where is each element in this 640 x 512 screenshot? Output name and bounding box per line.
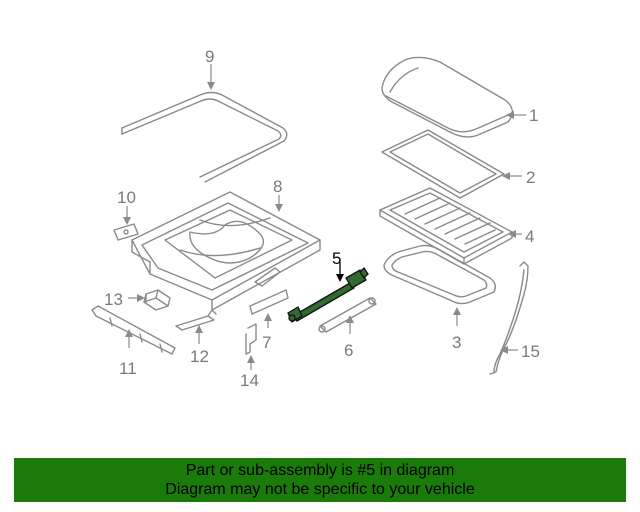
callout-9: 9 bbox=[205, 47, 214, 66]
part-7-pad bbox=[249, 289, 289, 315]
part-8-frame bbox=[131, 191, 321, 311]
part-15-drain-hose bbox=[489, 261, 529, 375]
part-2-glass-seal bbox=[381, 129, 505, 199]
part-13-module bbox=[143, 289, 171, 311]
callout-11: 11 bbox=[119, 359, 137, 378]
callout-6: 6 bbox=[344, 341, 353, 360]
part-12-bracket bbox=[175, 309, 217, 331]
callout-3: 3 bbox=[452, 333, 461, 352]
callout-4: 4 bbox=[525, 227, 534, 246]
part-3-frame-ring bbox=[383, 244, 497, 305]
part-10-bracket bbox=[113, 223, 139, 241]
part-11-rail bbox=[91, 305, 176, 355]
callout-14: 14 bbox=[240, 371, 259, 390]
callout-12: 12 bbox=[190, 347, 209, 366]
part-1-glass bbox=[381, 56, 513, 138]
callout-5: 5 bbox=[332, 249, 341, 268]
callout-7: 7 bbox=[262, 333, 271, 352]
part-5-drive-cable bbox=[287, 266, 369, 323]
callout-1: 1 bbox=[529, 106, 538, 125]
parts-diagram: 9 8 10 1 2 bbox=[91, 47, 540, 390]
callout-2: 2 bbox=[526, 168, 535, 187]
part-14-clip bbox=[245, 323, 257, 355]
callout-13: 13 bbox=[104, 290, 123, 309]
callout-8: 8 bbox=[273, 177, 282, 196]
callout-15: 15 bbox=[521, 342, 540, 361]
callout-10: 10 bbox=[117, 188, 136, 207]
part-6-link-rod bbox=[318, 297, 377, 333]
info-banner: Part or sub-assembly is #5 in diagram Di… bbox=[14, 458, 626, 502]
banner-line-2: Diagram may not be specific to your vehi… bbox=[165, 481, 475, 498]
banner-line-1: Part or sub-assembly is #5 in diagram bbox=[185, 462, 455, 479]
part-9-seal bbox=[121, 91, 288, 183]
